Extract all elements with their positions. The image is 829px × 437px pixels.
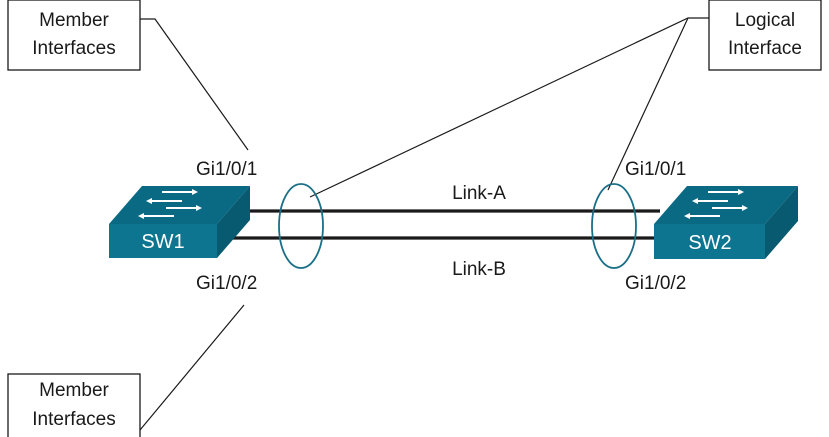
link-a-label: Link-A: [452, 183, 506, 204]
link-b-label: Link-B: [452, 259, 506, 280]
links: [230, 209, 660, 240]
sw2-port-gi1-0-1-label: Gi1/0/1: [625, 159, 686, 180]
sw2-port-gi1-0-2-label: Gi1/0/2: [625, 273, 686, 294]
sw2-switch-icon: SW2: [654, 186, 798, 259]
member-interfaces-bottom-callout: Member Interfaces: [7, 373, 141, 437]
sw1-top-face: [109, 186, 250, 224]
callout-lines: [139, 17, 709, 431]
member-interfaces-top-callout: Member Interfaces: [7, 0, 141, 71]
member-top-line1: Member: [39, 10, 109, 31]
logical-line2: Interface: [728, 38, 802, 59]
logical-interface-callout: Logical Interface: [708, 0, 822, 71]
member-top-line2: Interfaces: [32, 38, 115, 59]
sw1-port-gi1-0-2-label: Gi1/0/2: [196, 273, 257, 294]
sw1-switch-icon: SW1: [109, 186, 250, 258]
sw1-port-gi1-0-1-label: Gi1/0/1: [196, 159, 257, 180]
sw1-label: SW1: [141, 231, 184, 253]
sw2-side-face: [765, 186, 798, 259]
sw1-side-face: [217, 186, 250, 258]
sw1-port-channel-ellipse: [278, 183, 324, 269]
logical-leader-right: [607, 17, 689, 191]
member-bottom-line2: Interfaces: [32, 409, 115, 430]
sw2-label: SW2: [688, 232, 731, 254]
sw2-port-channel-ellipse: [591, 183, 637, 269]
sw2-front-face: [654, 224, 765, 259]
sw1-arrows-icon: [138, 189, 202, 219]
logical-line1: Logical: [735, 10, 795, 31]
member-top-leader: [140, 18, 249, 151]
member-bottom-leader: [139, 304, 245, 431]
member-bottom-line1: Member: [39, 380, 109, 401]
sw1-front-face: [109, 224, 217, 258]
sw2-arrows-icon: [684, 189, 748, 219]
